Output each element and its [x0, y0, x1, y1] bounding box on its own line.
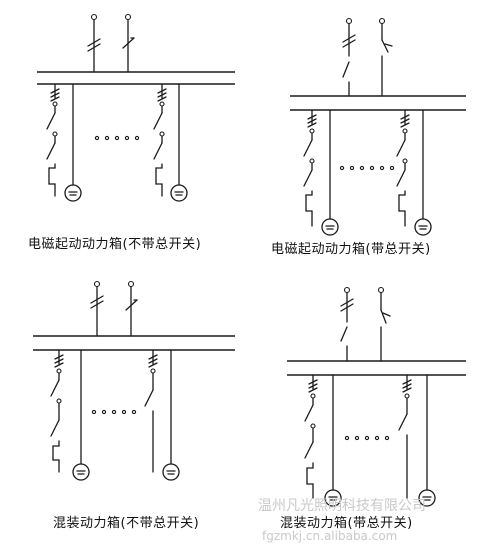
diagram-electromagnetic-no-main-switch — [37, 13, 235, 202]
watermark-company: 温州凡光照明科技有限公司 — [258, 498, 426, 514]
ellipsis-dots — [94, 135, 140, 141]
ellipsis-dots — [339, 165, 395, 171]
caption-mixed-no-main-switch: 混装动力箱(不带总开关) — [53, 516, 200, 531]
ellipsis-dots — [91, 409, 137, 415]
caption-electromagnetic-with-main-switch: 电磁起动动力箱(带总开关) — [271, 242, 431, 257]
ellipsis-dots — [344, 435, 390, 441]
watermark-url: fgzmkj.cn.alibaba.com — [262, 529, 398, 543]
diagram-electromagnetic-with-main-switch — [290, 17, 466, 236]
caption-mixed-with-main-switch: 混装动力箱(带总开关) — [280, 516, 413, 531]
caption-electromagnetic-no-main-switch: 电磁起动动力箱(不带总开关) — [28, 237, 202, 252]
diagram-mixed-no-main-switch — [33, 280, 235, 481]
diagram-mixed-with-main-switch — [287, 286, 466, 507]
